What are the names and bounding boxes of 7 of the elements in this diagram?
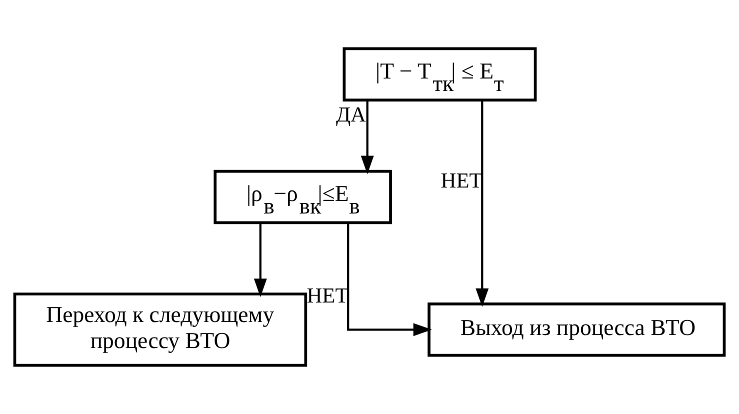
arrow <box>347 223 432 336</box>
arrow <box>360 100 374 174</box>
arrow <box>254 223 267 298</box>
arrow <box>476 100 489 307</box>
node-box: Переход к следующему процессу ВТО <box>13 292 308 367</box>
edge-label: ДА <box>336 102 366 126</box>
node-box: Выход из процесса ВТО <box>428 302 726 357</box>
